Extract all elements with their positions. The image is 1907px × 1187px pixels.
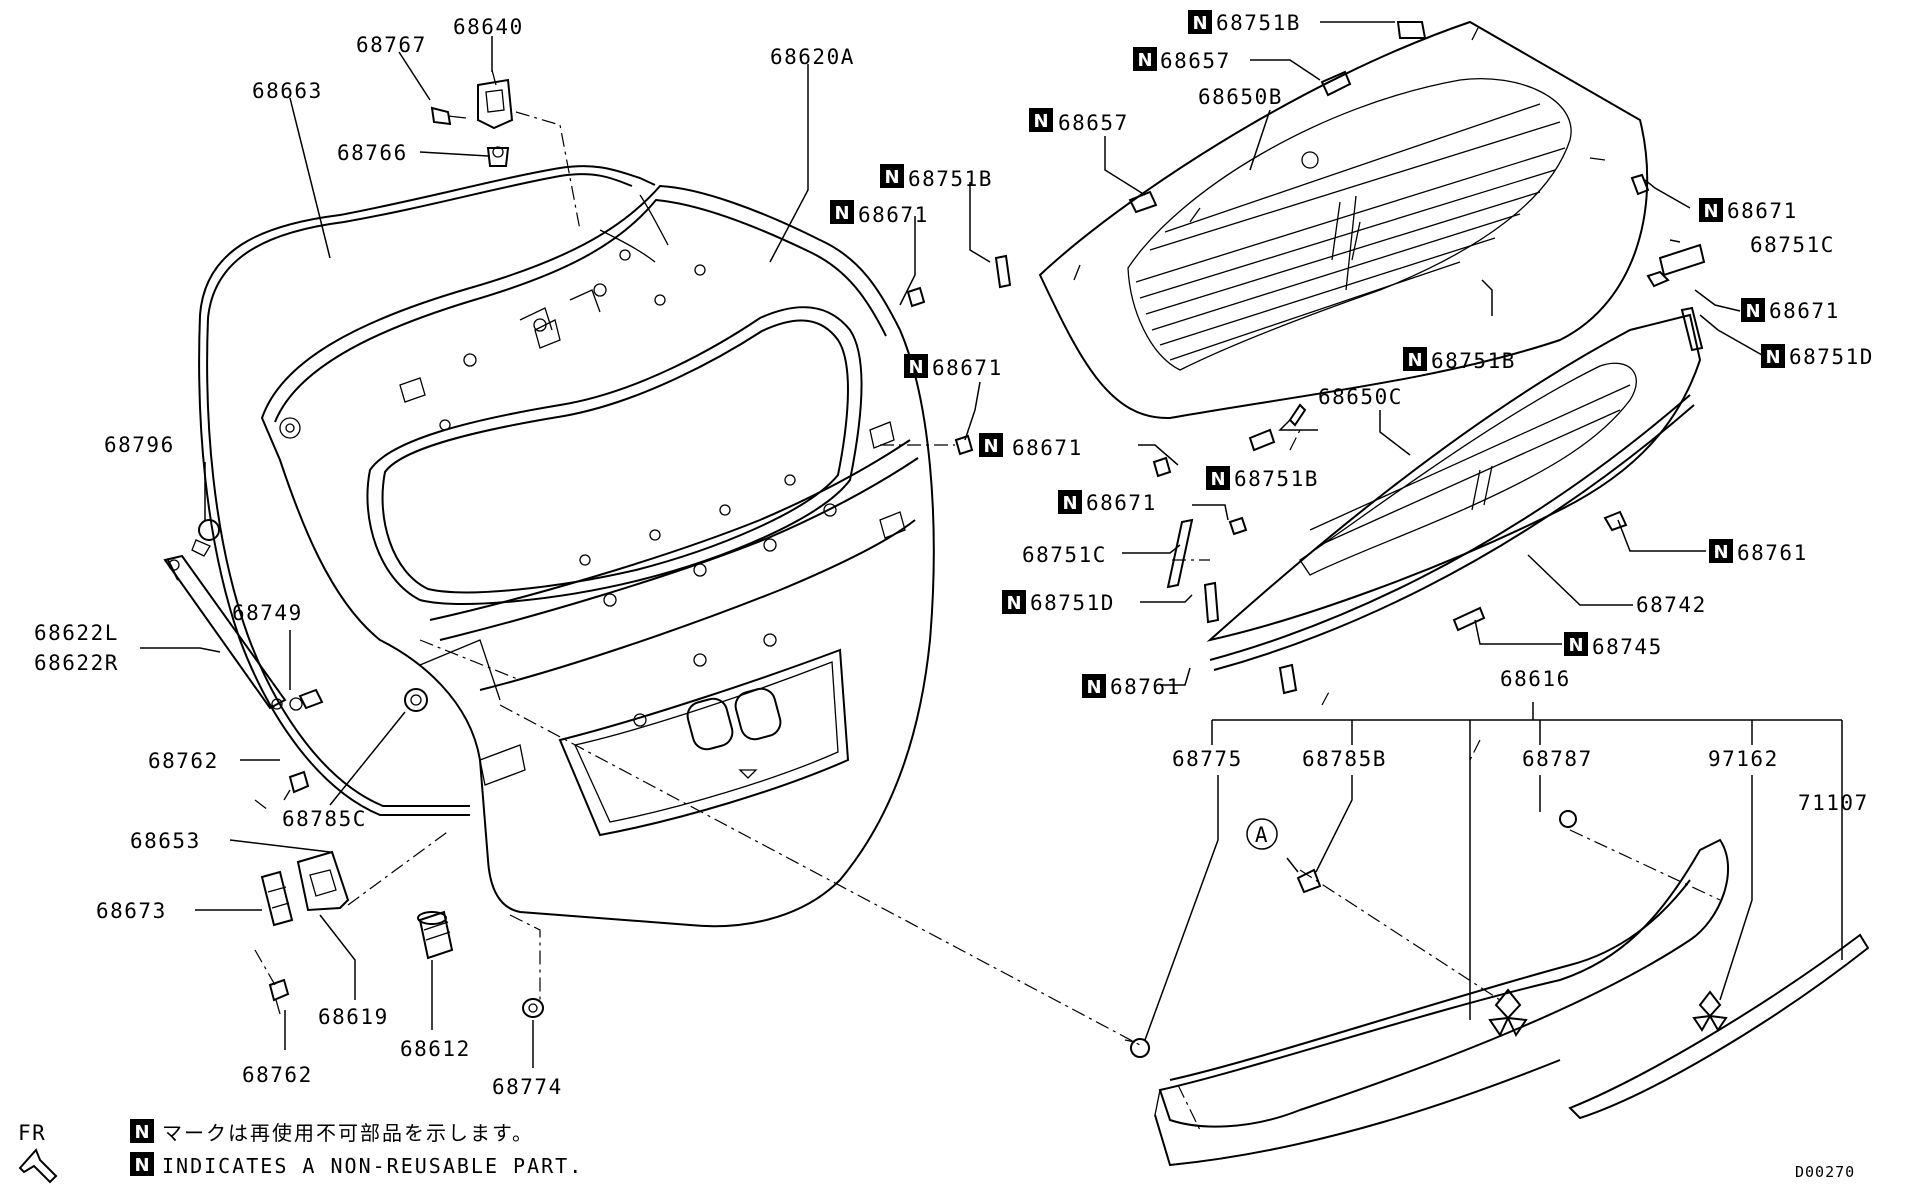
label-68751d: 68751D (1789, 345, 1874, 369)
label-68774: 68774 (492, 1075, 563, 1099)
label-68785b: 68785B (1302, 747, 1387, 771)
label-68616: 68616 (1500, 667, 1571, 691)
label-68671: 68671 (932, 356, 1003, 380)
label-68751b: 68751B (908, 167, 993, 191)
non-reusable-strips (906, 21, 1706, 695)
diagram-code: D00270 (1795, 1163, 1855, 1181)
label-68742: 68742 (1636, 593, 1707, 617)
label-68671: 68671 (1769, 299, 1840, 323)
label-68612: 68612 (400, 1037, 471, 1061)
front-arrow-icon (18, 1148, 58, 1184)
label-68767: 68767 (356, 33, 427, 57)
label-71107: 71107 (1798, 791, 1869, 815)
marker-n: N (884, 167, 899, 188)
marker-n: N (1745, 301, 1760, 322)
reference-lines (254, 111, 1481, 1046)
label-68657: 68657 (1058, 111, 1129, 135)
label-68671: 68671 (1727, 199, 1798, 223)
callout-a-circle (1246, 818, 1278, 850)
label-68657: 68657 (1160, 49, 1231, 73)
label-68761: 68761 (1737, 541, 1808, 565)
label-68671: 68671 (1012, 436, 1083, 460)
label-68749: 68749 (232, 601, 303, 625)
back-glass (1038, 20, 1649, 420)
tailgate-drawing (198, 165, 935, 928)
part-labels: 68767 68640 68663 68766 68620A 68751B 68… (34, 11, 1874, 1099)
label-68751b: 68751B (1234, 467, 1319, 491)
marker-n: N (134, 1155, 149, 1176)
label-68620a: 68620A (770, 45, 855, 69)
marker-n: N (1210, 469, 1225, 490)
label-68796: 68796 (104, 433, 175, 457)
label-68766: 68766 (337, 141, 408, 165)
marker-n: N (983, 436, 998, 457)
legend: FR マークは再使用不可部品を示します。 INDICATES A NON-REU… (18, 1121, 1855, 1184)
marker-n: N (1062, 493, 1077, 514)
label-68622r: 68622R (34, 651, 119, 675)
label-68745: 68745 (1592, 635, 1663, 659)
label-68751b: 68751B (1431, 349, 1516, 373)
marker-n: N (1765, 347, 1780, 368)
marker-n: N (834, 203, 849, 224)
label-68619: 68619 (318, 1005, 389, 1029)
label-68650c: 68650C (1318, 385, 1403, 409)
marker-n: N (134, 1122, 149, 1143)
marker-n: N (1006, 593, 1021, 614)
marker-n: N (1086, 677, 1101, 698)
label-68751c: 68751C (1022, 543, 1107, 567)
marker-n: N (1703, 201, 1718, 222)
label-68653: 68653 (130, 829, 201, 853)
label-68640: 68640 (453, 15, 524, 39)
label-68762: 68762 (148, 749, 219, 773)
label-97162: 97162 (1708, 747, 1779, 771)
marker-n: N (1137, 50, 1152, 71)
marker-n: N (1192, 13, 1207, 34)
spoiler (1206, 313, 1702, 671)
label-68671: 68671 (858, 203, 929, 227)
legend-japanese-note: マークは再使用不可部品を示します。 (162, 1121, 534, 1145)
label-68673: 68673 (96, 899, 167, 923)
label-68785c: 68785C (282, 807, 367, 831)
garnish (1124, 810, 1870, 1167)
marker-n: N (1033, 111, 1048, 132)
leader-lines (140, 21, 1843, 1068)
marker-n: N (1568, 635, 1583, 656)
callout-a-label: A (1255, 823, 1269, 847)
gas-strut (163, 554, 287, 710)
small-parts (191, 69, 544, 1018)
label-68622l: 68622L (34, 621, 119, 645)
label-68663: 68663 (252, 79, 323, 103)
fr-label: FR (18, 1121, 46, 1145)
marker-n: N (908, 357, 923, 378)
label-68751c: 68751C (1750, 233, 1835, 257)
label-68671: 68671 (1086, 491, 1157, 515)
label-68650b: 68650B (1198, 85, 1283, 109)
label-68787: 68787 (1522, 747, 1593, 771)
marker-n: N (1713, 542, 1728, 563)
label-68761: 68761 (1110, 675, 1181, 699)
label-68775: 68775 (1172, 747, 1243, 771)
non-reusable-markers: N N N N N N N N N N N N N N N N N N N (130, 10, 1785, 1176)
marker-n: N (1407, 350, 1422, 371)
legend-english-note: INDICATES A NON-REUSABLE PART. (162, 1154, 583, 1178)
label-68762: 68762 (242, 1063, 313, 1087)
label-68751b: 68751B (1216, 11, 1301, 35)
label-68751d: 68751D (1030, 591, 1115, 615)
